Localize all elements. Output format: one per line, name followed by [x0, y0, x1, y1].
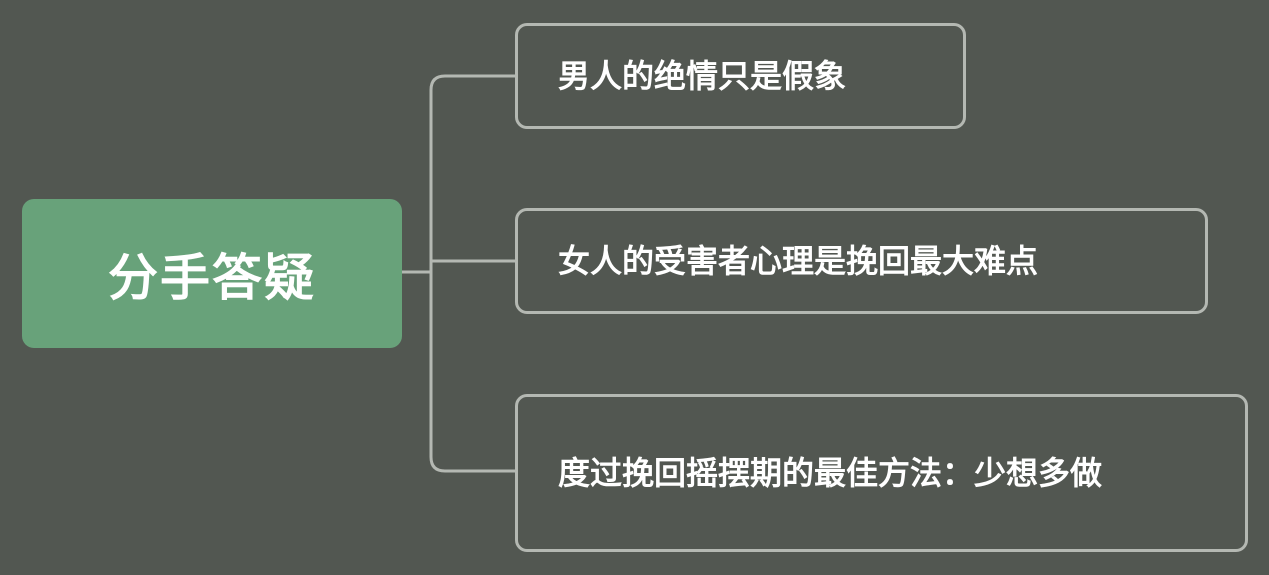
- root-topic[interactable]: 分手答疑: [22, 199, 402, 348]
- root-topic-label: 分手答疑: [108, 248, 316, 307]
- branch-topic-3[interactable]: 度过挽回摇摆期的最佳方法：少想多做: [515, 394, 1248, 552]
- branch-topic-2-label: 女人的受害者心理是挽回最大难点: [558, 242, 1039, 280]
- connector-branch-1: [429, 74, 517, 274]
- connector-branch-3: [429, 270, 517, 473]
- branch-topic-2[interactable]: 女人的受害者心理是挽回最大难点: [515, 208, 1208, 314]
- branch-topic-1[interactable]: 男人的绝情只是假象: [515, 23, 966, 129]
- branch-topic-1-label: 男人的绝情只是假象: [558, 57, 847, 95]
- branch-topic-3-label: 度过挽回摇摆期的最佳方法：少想多做: [558, 454, 1103, 492]
